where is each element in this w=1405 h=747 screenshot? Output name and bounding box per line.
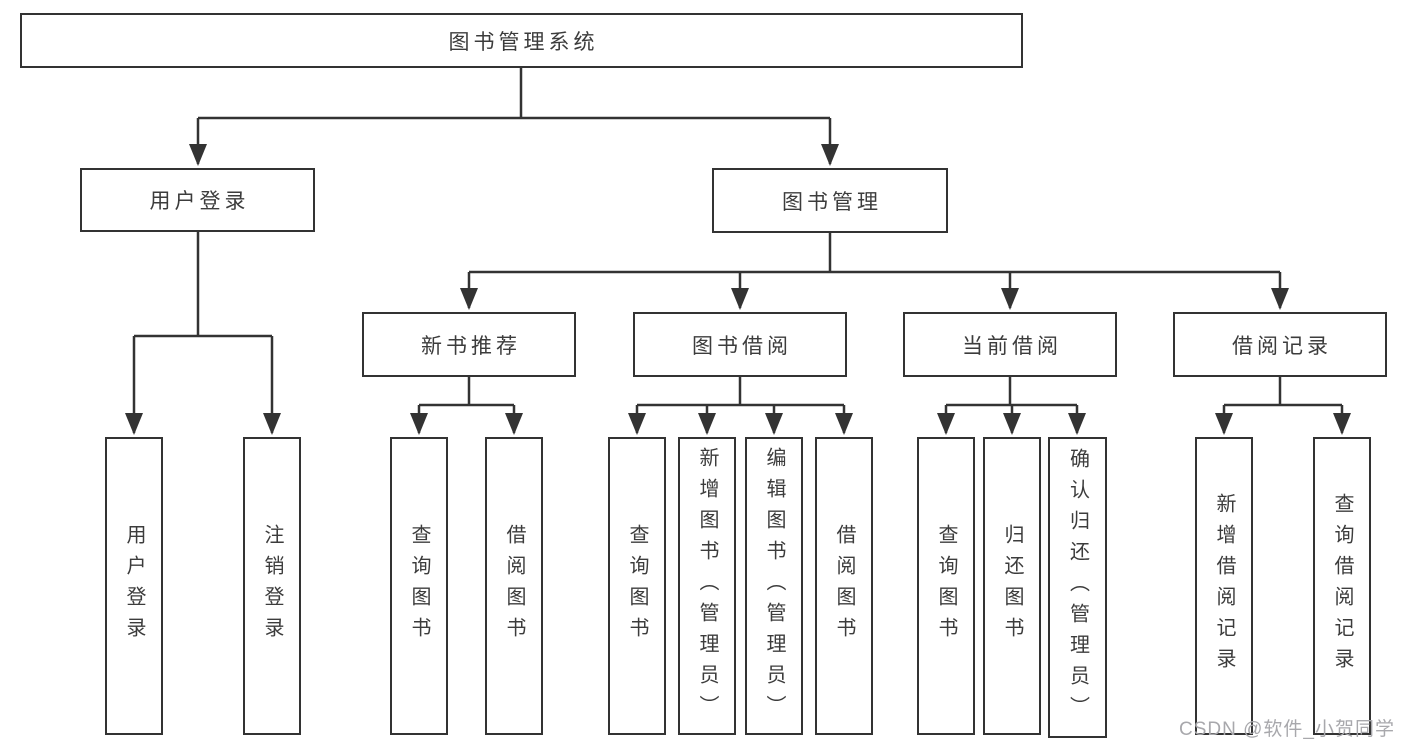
node-new-book-recommend-label: 新书推荐: [421, 334, 521, 358]
node-new-book-recommend: 新书推荐: [362, 312, 576, 377]
connector-book-management-sections: [460, 232, 1289, 310]
leaf-query-borrow-record-label: 查询借阅记录: [1331, 493, 1353, 679]
leaf-logout: 注销登录: [243, 437, 301, 735]
connector-book-borrow-children: [628, 377, 853, 435]
node-borrow-record: 借阅记录: [1173, 312, 1387, 377]
node-borrow-record-label: 借阅记录: [1232, 334, 1332, 358]
leaf-edit-books-admin-label: 编辑图书（管理员）: [763, 446, 785, 726]
node-user-login: 用户登录: [80, 168, 315, 232]
node-current-borrow-label: 当前借阅: [962, 334, 1062, 358]
node-root-label: 图书管理系统: [448, 30, 599, 54]
leaf-borrow-books-label: 借阅图书: [833, 524, 855, 648]
leaf-user-login-label: 用户登录: [123, 524, 145, 648]
node-current-borrow: 当前借阅: [903, 312, 1117, 377]
leaf-return-books: 归还图书: [983, 437, 1041, 735]
node-book-management: 图书管理: [712, 168, 948, 233]
leaf-logout-label: 注销登录: [261, 524, 283, 648]
csdn-watermark: CSDN @软件_小贺同学: [1179, 719, 1395, 740]
leaf-query-books-current: 查询图书: [917, 437, 975, 735]
leaf-add-borrow-record-label: 新增借阅记录: [1213, 493, 1235, 679]
leaf-confirm-return-admin-label: 确认归还（管理员）: [1066, 448, 1089, 727]
leaf-query-books-recommend: 查询图书: [390, 437, 448, 735]
connector-new-book-children: [410, 377, 523, 435]
node-book-borrow: 图书借阅: [633, 312, 847, 377]
leaf-edit-books-admin: 编辑图书（管理员）: [745, 437, 803, 735]
leaf-user-login: 用户登录: [105, 437, 163, 735]
connector-borrow-record-children: [1215, 377, 1351, 435]
node-book-management-label: 图书管理: [782, 190, 882, 214]
node-root: 图书管理系统: [20, 13, 1023, 68]
connector-root-to-level2: [189, 68, 839, 166]
leaf-add-borrow-record: 新增借阅记录: [1195, 437, 1253, 735]
connector-current-borrow-children: [937, 377, 1086, 435]
node-book-borrow-label: 图书借阅: [692, 334, 792, 358]
leaf-query-books-borrow-label: 查询图书: [626, 524, 648, 648]
leaf-query-books-borrow: 查询图书: [608, 437, 666, 735]
connector-user-login-children: [125, 232, 281, 435]
leaf-query-books-current-label: 查询图书: [935, 524, 957, 648]
node-user-login-label: 用户登录: [149, 190, 250, 213]
leaf-query-books-recommend-label: 查询图书: [408, 524, 430, 648]
leaf-borrow-books-recommend-label: 借阅图书: [503, 524, 525, 648]
leaf-add-books-admin-label: 新增图书（管理员）: [696, 446, 718, 726]
leaf-confirm-return-admin: 确认归还（管理员）: [1048, 437, 1107, 738]
leaf-borrow-books-recommend: 借阅图书: [485, 437, 543, 735]
leaf-borrow-books: 借阅图书: [815, 437, 873, 735]
leaf-add-books-admin: 新增图书（管理员）: [678, 437, 736, 735]
leaf-return-books-label: 归还图书: [1001, 524, 1023, 648]
leaf-query-borrow-record: 查询借阅记录: [1313, 437, 1371, 735]
